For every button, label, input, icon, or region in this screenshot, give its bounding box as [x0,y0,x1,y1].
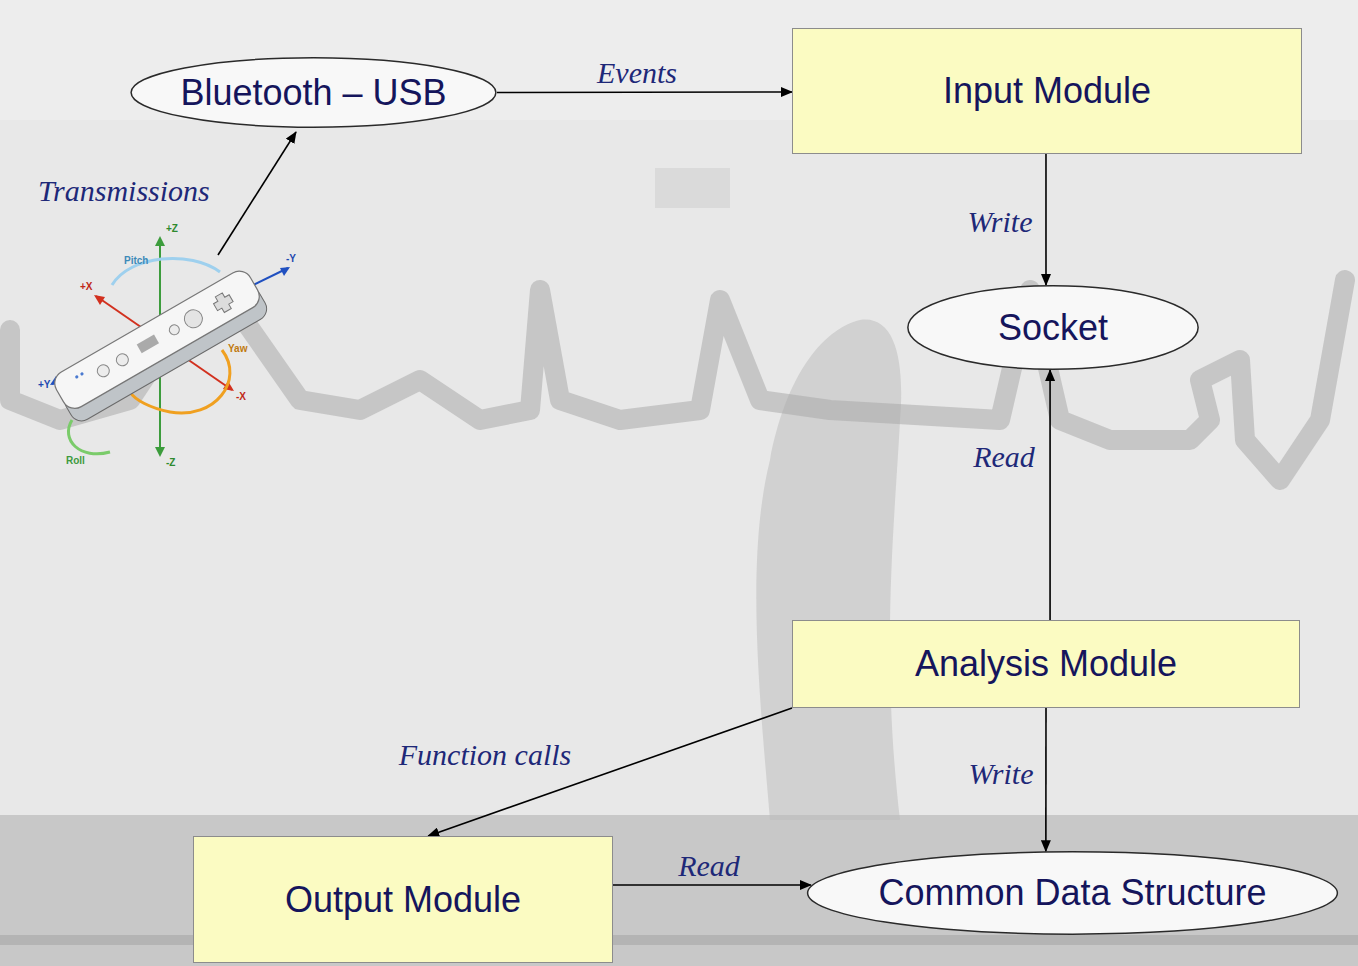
interface-ellipse: Bluetooth – USB [130,57,497,128]
node-text: Input Module [943,71,1151,111]
axis-label: -X [236,392,246,402]
rotation-label: Yaw [228,344,247,354]
transmission-line [218,132,296,255]
axis-lines [50,236,290,457]
axis-label: -Y [286,254,296,264]
connector-arrow [1045,708,1047,851]
socket-ellipse: Socket [907,285,1199,370]
edge-label: Write [969,759,1034,789]
edge-label: Events [597,58,677,88]
axis-label: +Y [38,380,51,390]
node-text: Socket [998,308,1108,348]
edge-label: Write [968,207,1033,237]
edge-label: Read [973,442,1035,472]
node-text: Analysis Module [915,644,1177,684]
rotation-label: Pitch [124,256,148,266]
wiimote-body [50,266,271,425]
axis-label: -Z [166,458,175,468]
transmission-label: Transmissions [38,176,210,206]
connector-arrow [1049,370,1051,620]
module-box: Output Module [193,836,613,963]
axis-label: +X [80,282,93,292]
connector-arrow [1045,154,1047,285]
data-structure-ellipse: Common Data Structure [806,851,1339,935]
edge-label: Function calls [399,740,571,770]
connector-arrow [613,884,811,886]
node-text: Common Data Structure [878,873,1266,913]
connector-arrow [497,91,792,93]
node-text: Output Module [285,880,521,920]
edge-label: Read [678,851,740,881]
module-box: Analysis Module [792,620,1300,708]
node-text: Bluetooth – USB [180,73,446,113]
module-box: Input Module [792,28,1302,154]
rotation-label: Roll [66,456,85,466]
axis-label: +Z [166,224,178,234]
connector-arrow [428,708,792,836]
